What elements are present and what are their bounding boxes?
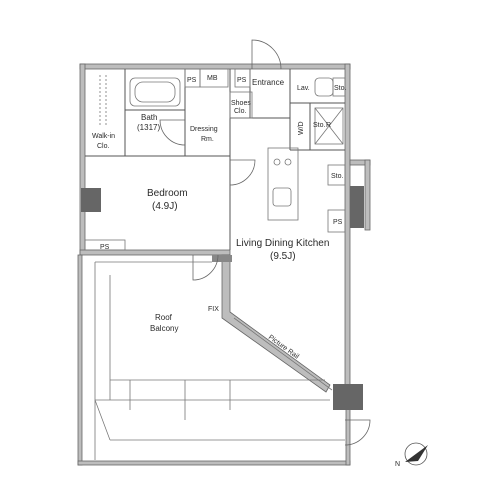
- pillar-right-upper: [350, 186, 364, 228]
- entrance-label: Entrance: [252, 78, 285, 87]
- walkin-label-2: Clo.: [97, 143, 110, 150]
- dressing-label-2: Rm.: [201, 136, 214, 143]
- ldk-size: (9.5J): [270, 251, 296, 262]
- ps-top-left: PS: [187, 77, 197, 84]
- mb-label: MB: [207, 75, 218, 82]
- bedroom-size: (4.9J): [152, 201, 178, 212]
- sto-mid: Sto.: [313, 122, 326, 129]
- balcony-label-2: Balcony: [150, 324, 178, 333]
- ps-bedroom: PS: [100, 244, 110, 251]
- bath-size: (1317): [137, 123, 160, 132]
- diagonal-wall: [212, 254, 333, 393]
- compass-letter: N: [395, 461, 400, 468]
- ldk-name: Living Dining Kitchen: [236, 238, 329, 249]
- lav-label: Lav.: [297, 85, 310, 92]
- lavatory-fixtures: [314, 77, 346, 145]
- shoes-label-1: Shoes: [231, 100, 251, 107]
- kitchen-counter: [267, 147, 346, 233]
- bathtub: [129, 77, 181, 107]
- sto-top: Sto.: [334, 85, 347, 92]
- doors: [159, 39, 371, 446]
- ps-right: PS: [333, 219, 343, 226]
- bath-name: Bath: [141, 113, 157, 122]
- balcony-label-1: Roof: [155, 313, 173, 322]
- compass-needle-icon: [405, 445, 428, 462]
- balcony-railing: [94, 261, 345, 460]
- sto-right: Sto.: [331, 173, 344, 180]
- dressing-label-1: Dressing: [190, 126, 218, 133]
- fix-label: FIX: [208, 306, 219, 313]
- interior-walls: [84, 68, 345, 251]
- pillar-left: [81, 188, 101, 212]
- closet-rod: [99, 75, 107, 125]
- wd-label: W/D: [298, 121, 305, 135]
- r-label: R: [326, 122, 331, 129]
- ps-top-right: PS: [237, 77, 247, 84]
- walkin-label-1: Walk-in: [92, 133, 115, 140]
- shoes-label-2: Clo.: [234, 108, 247, 115]
- bedroom-name: Bedroom: [147, 188, 188, 199]
- pillar-right-lower: [333, 384, 363, 410]
- exterior-walls: [77, 63, 371, 466]
- compass: N: [395, 442, 428, 468]
